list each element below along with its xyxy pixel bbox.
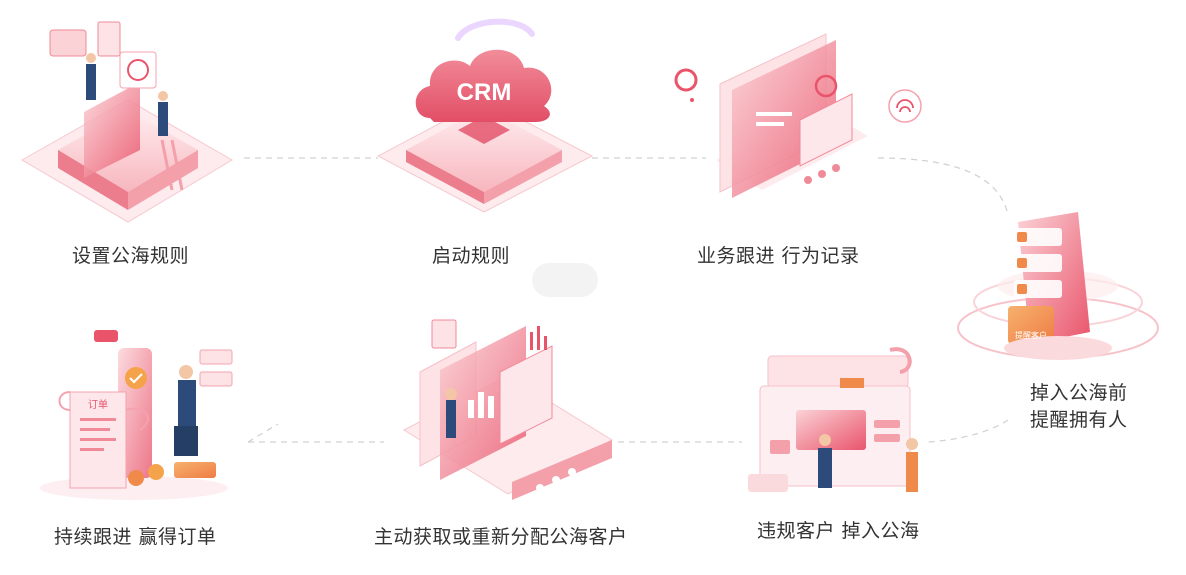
win-order-illustration <box>40 330 233 500</box>
rules-board-illustration <box>20 21 233 223</box>
connector-lines <box>244 157 1009 443</box>
reminder-badge-label: 提醒客户 <box>1015 330 1047 340</box>
behavior-record-illustration <box>674 33 922 198</box>
connector-s4-s5 <box>927 419 1009 443</box>
crm-cloud-illustration <box>376 18 594 213</box>
step-label-remind-owner: 掉入公海前 提醒拥有人 <box>1030 380 1128 434</box>
crm-cloud-label: CRM <box>457 79 512 106</box>
step-label-remind-owner-line1: 掉入公海前 <box>1030 382 1128 404</box>
step-label-violation-pool: 违规客户 掉入公海 <box>757 520 920 542</box>
scroll-indicator[interactable] <box>532 263 598 297</box>
order-receipt-title: 订单 <box>88 399 108 411</box>
violation-pool-illustration <box>748 347 918 492</box>
step-label-reassign: 主动获取或重新分配公海客户 <box>374 526 628 548</box>
step-label-behavior-record: 业务跟进 行为记录 <box>697 245 860 267</box>
connector-s3-s4 <box>877 157 1009 216</box>
step-label-remind-owner-line2: 提醒拥有人 <box>1030 409 1128 431</box>
step-label-set-rules: 设置公海规则 <box>72 245 190 267</box>
owner-reminder-illustration <box>957 212 1159 360</box>
step-label-start-rules: 启动规则 <box>432 245 511 267</box>
step-label-win-order: 持续跟进 赢得订单 <box>54 526 217 548</box>
reassign-customers-illustration <box>402 319 614 500</box>
connector-s7-arrow <box>247 423 279 443</box>
